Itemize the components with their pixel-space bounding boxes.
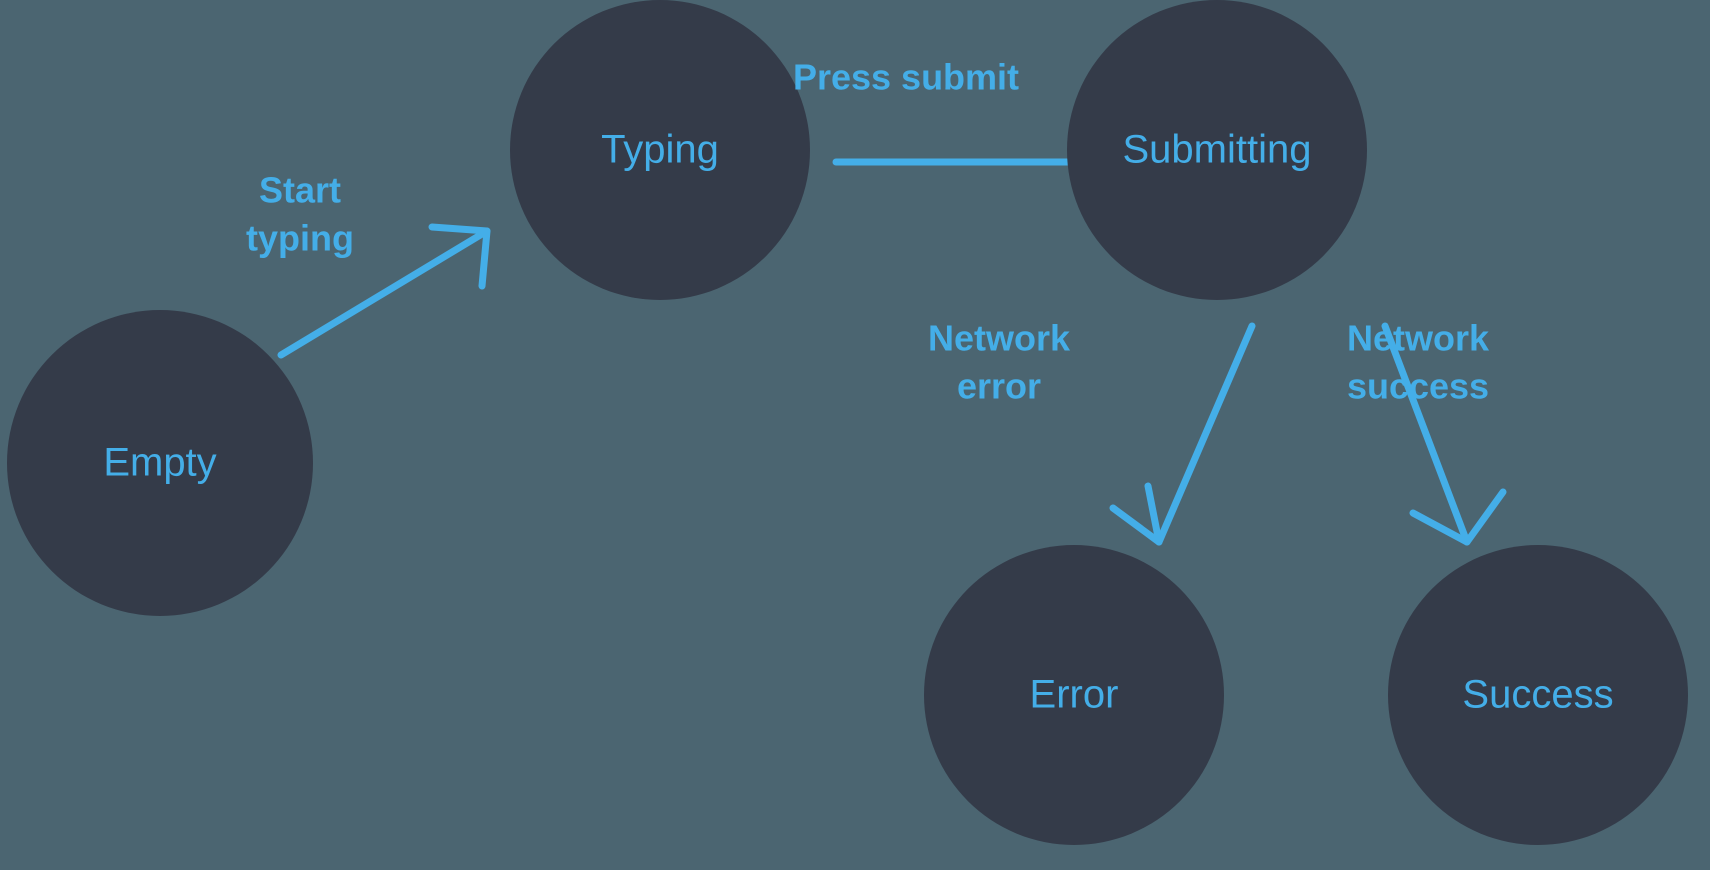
- state-circle-empty[interactable]: [7, 310, 313, 616]
- state-node-typing[interactable]: Typing: [510, 0, 810, 300]
- state-label-submitting: Submitting: [1123, 128, 1312, 172]
- edge-label-network-success: Network success: [1347, 318, 1490, 407]
- edge-label-network-error: Network error: [928, 318, 1071, 407]
- state-node-submitting[interactable]: Submitting: [1067, 0, 1367, 300]
- state-circle-submitting[interactable]: [1067, 0, 1367, 300]
- edge-line-network-error: [1155, 322, 1256, 546]
- edge-label-start-typing-line1: Start: [259, 170, 341, 211]
- state-node-empty[interactable]: Empty: [7, 310, 313, 616]
- state-node-success[interactable]: Success: [1388, 545, 1688, 845]
- edge-line-start-typing: [277, 227, 491, 359]
- state-label-success: Success: [1462, 673, 1613, 717]
- arrow-head-network-success: [1409, 488, 1507, 546]
- edge-label-press-submit-line1: Press submit: [793, 57, 1019, 98]
- edge-label-start-typing-line2: typing: [246, 218, 354, 259]
- edge-label-network-success-line1: Network: [1347, 318, 1490, 359]
- edge-label-network-success-line2: success: [1347, 366, 1489, 407]
- edge-submitting-to-error: [1109, 322, 1256, 546]
- edge-empty-to-typing: [277, 223, 491, 359]
- arrow-head-start-typing: [428, 223, 491, 290]
- state-circle-typing[interactable]: [510, 0, 810, 300]
- state-label-empty: Empty: [103, 441, 216, 485]
- edge-line-network-success: [1381, 322, 1471, 546]
- arrow-head-network-error: [1109, 482, 1163, 546]
- state-label-error: Error: [1030, 673, 1119, 717]
- edge-label-network-error-line2: error: [957, 366, 1041, 407]
- edge-label-start-typing: Start typing: [246, 170, 354, 259]
- edge-label-network-error-line1: Network: [928, 318, 1071, 359]
- state-circle-success[interactable]: [1388, 545, 1688, 845]
- edge-label-press-submit: Press submit: [793, 57, 1019, 98]
- state-circle-error[interactable]: [924, 545, 1224, 845]
- state-label-typing: Typing: [601, 128, 719, 172]
- state-node-error[interactable]: Error: [924, 545, 1224, 845]
- edge-submitting-to-success: [1381, 322, 1507, 546]
